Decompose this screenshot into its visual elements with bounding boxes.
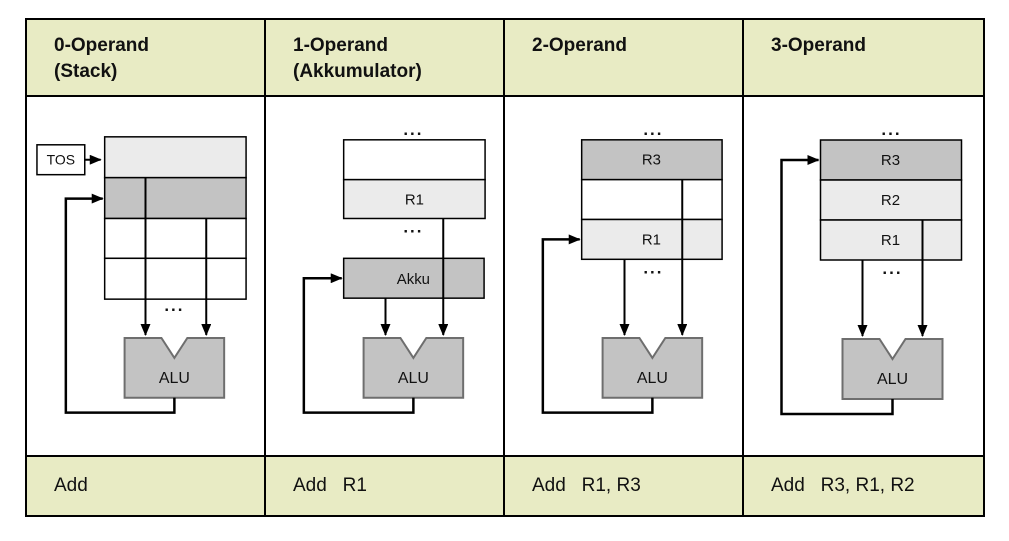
- header-line: (Stack): [54, 61, 118, 82]
- register-cell-r3: [819, 139, 963, 181]
- instruction-cell-akkumulator: Add R1: [266, 457, 505, 515]
- stack-diagram: TOS ... ALU: [36, 136, 247, 414]
- header-cell-1-operand: 1-Operand (Akkumulator): [266, 20, 505, 97]
- akkumulator-diagram: ... R1 ... Akku ALU: [302, 120, 486, 414]
- header-line: 2-Operand: [532, 35, 628, 56]
- diagram-cell-2-operand: ... R3 R1 ... ALU: [505, 97, 744, 457]
- result-feedback-arrow: [541, 234, 654, 414]
- alu-box: [601, 336, 704, 399]
- header-line: (Akkumulator): [293, 61, 422, 82]
- ellipsis: ...: [882, 259, 902, 278]
- register-cell-r1: [580, 218, 723, 261]
- alu-label: ALU: [637, 370, 668, 387]
- ellipsis: ...: [164, 296, 184, 315]
- alu-label: ALU: [398, 370, 429, 387]
- instruction-cell-stack: Add: [27, 457, 266, 515]
- header-line: 3-Operand: [771, 35, 867, 56]
- ellipsis: ...: [643, 120, 663, 139]
- ellipsis: ...: [403, 217, 423, 236]
- register-label-r2: R2: [881, 192, 900, 209]
- register-label-r1: R1: [642, 231, 661, 248]
- header-cell-0-operand: 0-Operand (Stack): [27, 20, 266, 97]
- stack-cell-second: [103, 176, 247, 220]
- diagram-cell-akkumulator: ... R1 ... Akku ALU: [266, 97, 505, 457]
- instruction-text: Add R1: [293, 475, 367, 496]
- instruction-text: Add: [54, 475, 88, 496]
- header-cell-2-operand: 2-Operand: [505, 20, 744, 97]
- two-operand-diagram: ... R3 R1 ... ALU: [541, 120, 723, 414]
- header-line: 1-Operand: [293, 35, 389, 56]
- ellipsis: ...: [403, 120, 423, 139]
- register-label-r1: R1: [881, 232, 900, 249]
- register-cell-empty: [580, 178, 723, 221]
- result-feedback-arrow: [780, 155, 894, 416]
- register-label-r3: R3: [642, 152, 661, 169]
- header-line: 0-Operand: [54, 35, 150, 56]
- instruction-text: Add R1, R3: [532, 475, 641, 496]
- three-operand-diagram: ... R3 R2 R1 ... ALU: [780, 120, 963, 416]
- result-feedback-arrow: [302, 273, 415, 414]
- stack-cell-third: [103, 217, 247, 260]
- alu-box: [362, 336, 465, 399]
- register-cell-r1: [342, 178, 486, 220]
- tos-label: TOS: [47, 152, 75, 168]
- register-cell-r2: [819, 179, 963, 221]
- register-label-r1: R1: [405, 192, 424, 209]
- alu-label: ALU: [877, 371, 908, 388]
- result-feedback-arrow: [64, 193, 176, 414]
- alu-box: [123, 336, 226, 399]
- register-cell-r3: [580, 139, 723, 181]
- instruction-cell-2-operand: Add R1, R3: [505, 457, 744, 515]
- akku-label: Akku: [397, 271, 430, 288]
- instruction-text: Add R3, R1, R2: [771, 475, 915, 496]
- diagram-cell-stack: TOS ... ALU: [27, 97, 266, 457]
- ellipsis: ...: [643, 258, 663, 277]
- register-cell-r1: [819, 219, 963, 261]
- alu-box: [841, 338, 944, 400]
- register-cell-empty: [342, 139, 486, 181]
- header-cell-3-operand: 3-Operand: [744, 20, 983, 97]
- alu-label: ALU: [159, 370, 190, 387]
- register-label-r3: R3: [881, 152, 900, 169]
- akku-box: [342, 257, 485, 299]
- stack-cell-top: [103, 136, 247, 179]
- ellipsis: ...: [881, 120, 901, 139]
- stack-cell-fourth: [103, 257, 247, 300]
- operand-architecture-table: 0-Operand (Stack) 1-Operand (Akkumulator…: [25, 18, 985, 517]
- tos-box: [36, 144, 86, 176]
- diagram-cell-3-operand: ... R3 R2 R1 ... ALU: [744, 97, 983, 457]
- instruction-cell-3-operand: Add R3, R1, R2: [744, 457, 983, 515]
